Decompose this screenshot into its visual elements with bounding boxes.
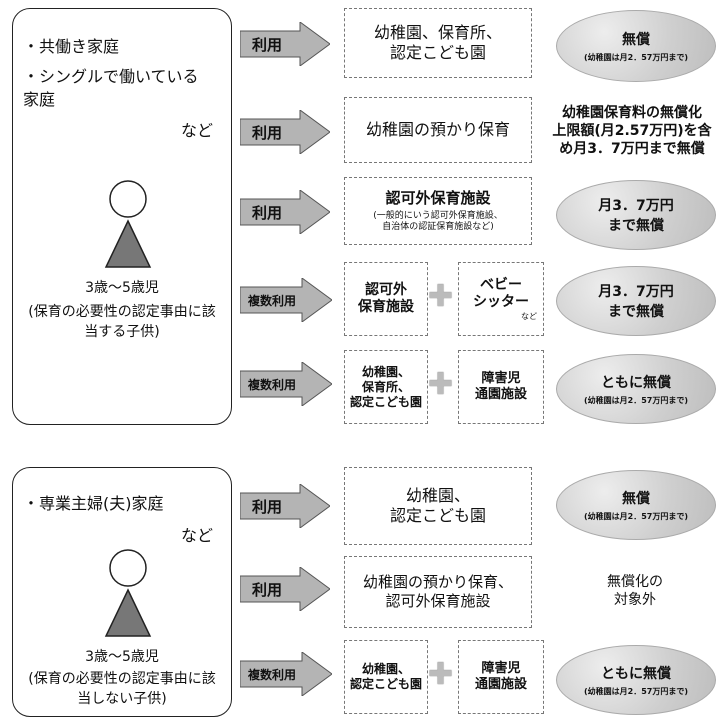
child-note-label: (保育の必要性の認定事由に該当しない子供) <box>28 671 216 708</box>
top-household-box: ・共働き家庭 ・シングルで働いている家庭 など 3歳～5歳児 (保育の必要性の認… <box>12 8 232 425</box>
service-line: 認定こども園 <box>349 394 422 409</box>
service-line: 通園施設 <box>474 677 527 692</box>
service-box-kindergarten-nursery: 幼稚園、 保育所、 認定こども園 <box>344 350 428 424</box>
service-line: 幼稚園、 <box>405 486 470 505</box>
result-note: (幼稚園は月2．57万円まで) <box>583 512 688 521</box>
household-homemaker: ・専業主婦(夫)家庭 <box>23 494 164 513</box>
child-age-label: 3歳～5歳児 <box>85 649 159 665</box>
arrow-label: 複数利用 <box>248 667 297 682</box>
child-note-label: (保育の必要性の認定事由に該当する子供) <box>28 304 216 341</box>
service-line: 通園施設 <box>474 387 527 402</box>
arrow-label: 複数利用 <box>248 293 297 308</box>
result-label: 無償 <box>622 32 650 48</box>
result-line: 幼稚園保育料の無償化 <box>562 104 702 121</box>
result-oval-both-free: ともに無償 (幼稚園は月2．57万円まで) <box>556 645 716 715</box>
result-line: 月3．7万円 <box>598 198 674 214</box>
result-oval-free: 無償 (幼稚園は月2．57万円まで) <box>556 470 716 540</box>
service-box-kindergarten: 幼稚園、 認定こども園 <box>344 467 532 545</box>
service-box-kindergarten-nursery: 幼稚園、保育所、 認定こども園 <box>344 8 532 78</box>
result-note: (幼稚園は月2．57万円まで) <box>583 687 688 696</box>
plus-icon: ✚ <box>428 657 454 692</box>
service-note: 自治体の認証保育施設など) <box>382 221 494 232</box>
multi-use-arrow: 複数利用 <box>240 278 332 322</box>
service-box-babysitter: ベビー シッター など <box>458 262 544 336</box>
result-text-not-covered: 無償化の 対象外 <box>556 560 714 622</box>
service-line: 幼稚園、保育所、 <box>373 23 502 42</box>
result-line: 対象外 <box>614 592 656 608</box>
result-label: ともに無償 <box>601 375 671 391</box>
result-note: (幼稚園は月2．57万円まで) <box>583 396 688 405</box>
result-oval-up-to-37000: 月3．7万円 まで無償 <box>556 266 716 336</box>
child-figure-icon <box>104 549 152 637</box>
service-line: 認可外保育施設 <box>385 188 491 207</box>
service-line: 認定こども園 <box>389 43 486 62</box>
result-line: め月3．7万円まで無償 <box>559 141 705 158</box>
result-label: ともに無償 <box>601 666 671 682</box>
service-line: ベビー <box>480 276 522 293</box>
bottom-household-box: ・専業主婦(夫)家庭 など 3歳～5歳児 (保育の必要性の認定事由に該当しない子… <box>12 467 232 717</box>
arrow-label: 複数利用 <box>248 377 297 392</box>
use-arrow: 利用 <box>240 190 330 234</box>
service-box-unlicensed-facility: 認可外保育施設 (一般的にいう認可外保育施設、 自治体の認証保育施設など) <box>344 177 532 245</box>
result-oval-both-free: ともに無償 (幼稚園は月2．57万円まで) <box>556 354 716 424</box>
result-text-extended-care: 幼稚園保育料の無償化 上限額(月2.57万円)を含 め月3．7万円まで無償 <box>546 96 718 166</box>
service-note: など <box>521 311 537 321</box>
household-single-working: ・シングルで働いている家庭 <box>23 67 199 110</box>
use-arrow: 利用 <box>240 22 330 66</box>
result-oval-free: 無償 (幼稚園は月2．57万円まで) <box>556 10 716 82</box>
service-line: 認可外 <box>365 281 407 298</box>
arrow-label: 利用 <box>252 580 283 599</box>
arrow-label: 利用 <box>252 497 283 516</box>
plus-icon: ✚ <box>428 367 454 402</box>
result-oval-up-to-37000: 月3．7万円 まで無償 <box>556 180 716 250</box>
result-line: 無償化の <box>607 573 663 590</box>
service-box-disability-facility: 障害児 通園施設 <box>458 350 544 424</box>
use-arrow: 利用 <box>240 484 330 528</box>
multi-use-arrow: 複数利用 <box>240 652 332 696</box>
result-label: 無償 <box>622 491 650 507</box>
service-line: 保育所、 <box>361 379 410 394</box>
arrow-label: 利用 <box>252 35 283 54</box>
service-box-kindergarten: 幼稚園、 認定こども園 <box>344 640 428 714</box>
service-box-unlicensed-facility: 認可外 保育施設 <box>344 262 428 336</box>
service-line: 障害児 <box>481 370 521 386</box>
service-line: 幼稚園の預かり保育、 <box>362 573 513 592</box>
household-dual-income: ・共働き家庭 <box>23 37 120 56</box>
service-line: 保育施設 <box>358 299 414 315</box>
use-arrow: 利用 <box>240 567 330 611</box>
plus-icon: ✚ <box>428 279 454 314</box>
child-age-label: 3歳～5歳児 <box>85 280 159 296</box>
result-note: (幼稚園は月2．57万円まで) <box>583 53 688 62</box>
child-figure-icon <box>104 180 152 268</box>
etc-label: など <box>181 526 214 545</box>
service-box-extended-care-unlicensed: 幼稚園の預かり保育、 認可外保育施設 <box>344 556 532 628</box>
result-line: まで無償 <box>608 218 664 234</box>
service-line: 幼稚園、 <box>361 662 410 676</box>
service-line: 認定こども園 <box>389 506 486 525</box>
etc-label: など <box>181 121 214 140</box>
service-line: 障害児 <box>481 660 521 676</box>
service-line: シッター <box>473 294 529 310</box>
result-line: まで無償 <box>608 304 664 320</box>
arrow-label: 利用 <box>252 203 283 222</box>
service-box-extended-care: 幼稚園の預かり保育 <box>344 97 532 163</box>
service-box-disability-facility: 障害児 通園施設 <box>458 640 544 714</box>
service-line: 認可外保育施設 <box>385 592 491 610</box>
arrow-label: 利用 <box>252 123 283 142</box>
service-line: 幼稚園の預かり保育 <box>365 120 510 139</box>
multi-use-arrow: 複数利用 <box>240 362 332 406</box>
service-line: 幼稚園、 <box>361 364 410 379</box>
service-note: (一般的にいう認可外保育施設、 <box>373 210 503 221</box>
service-line: 認定こども園 <box>349 677 422 691</box>
result-line: 月3．7万円 <box>598 284 674 300</box>
use-arrow: 利用 <box>240 110 330 154</box>
result-line: 上限額(月2.57万円)を含 <box>552 122 712 139</box>
